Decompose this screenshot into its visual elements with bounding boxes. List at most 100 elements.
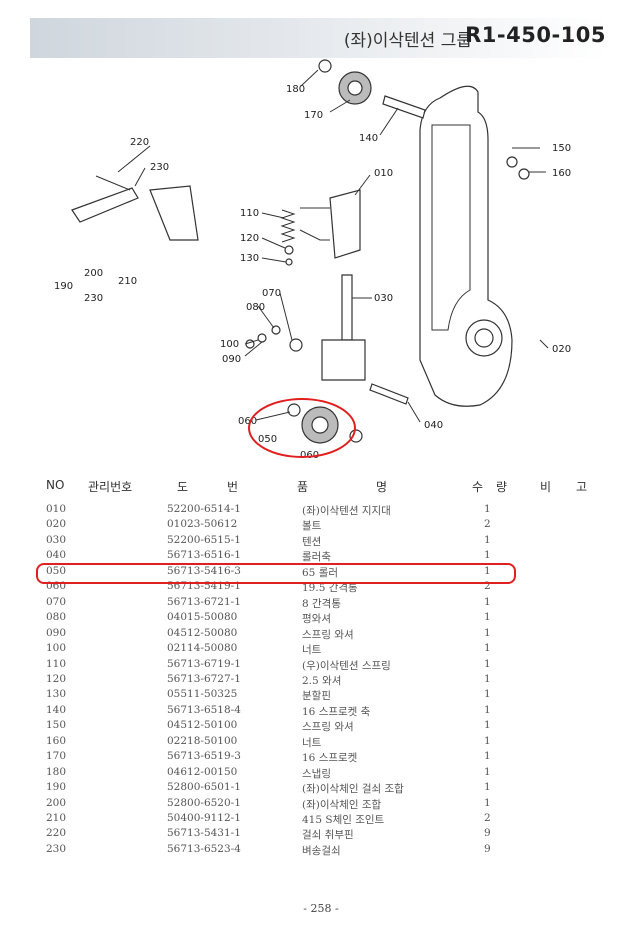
drawing-no: 56713-6523-4 xyxy=(167,842,241,855)
lock-washer-090 xyxy=(257,333,267,343)
quantity: 1 xyxy=(484,611,491,624)
drawing-no: 52200-6514-1 xyxy=(167,503,241,515)
part-name: 16 스프로켓 xyxy=(302,752,358,765)
header-qty-2: 량 xyxy=(496,480,508,494)
part-name: 415 S체인 조인트 xyxy=(302,814,385,826)
quantity: 1 xyxy=(484,595,491,608)
highlight-ellipse-roller xyxy=(248,398,356,458)
group-code: R1-450-105 xyxy=(465,23,606,47)
part-no: 220 xyxy=(46,827,67,840)
header-band xyxy=(30,18,608,58)
header-name-2: 명 xyxy=(376,480,388,494)
table-row: 210 50400-9112-1 415 S체인 조인트 2 xyxy=(0,812,642,827)
part-no: 030 xyxy=(46,533,67,546)
part-name: 걸쇠 취부핀 xyxy=(302,829,354,842)
drawing-no: 56713-6727-1 xyxy=(167,672,241,685)
tension-frame xyxy=(419,85,513,407)
part-name: 8 간격통 xyxy=(302,597,341,610)
drawing-no: 56713-6721-1 xyxy=(167,595,241,608)
part-name: (좌)이삭체인 조합 xyxy=(302,798,382,811)
drawing-no: 50400-9112-1 xyxy=(167,812,241,824)
table-row: 220 56713-5431-1 걸쇠 취부핀 9 xyxy=(0,827,642,842)
drawing-no: 04015-50080 xyxy=(167,611,238,624)
callout-130: 130 xyxy=(240,253,259,264)
part-no: 050 xyxy=(46,564,67,577)
drawing-no: 04512-50100 xyxy=(167,719,238,732)
part-no: 140 xyxy=(46,703,67,716)
callout-120: 120 xyxy=(240,233,259,244)
tension-rod-030 xyxy=(341,274,353,341)
part-no: 190 xyxy=(46,781,67,794)
quantity: 2 xyxy=(484,812,491,824)
drawing-no: 56713-5416-3 xyxy=(167,564,241,577)
quantity: 1 xyxy=(484,672,491,685)
part-no: 090 xyxy=(46,626,67,639)
part-name: (좌)이삭텐션 지지대 xyxy=(302,505,391,517)
callout-230b: 230 xyxy=(84,293,103,304)
part-name: 19.5 간격통 xyxy=(302,582,358,595)
quantity: 1 xyxy=(484,626,491,639)
part-no: 160 xyxy=(46,734,67,747)
washer-120 xyxy=(284,245,294,255)
drawing-no: 52800-6520-1 xyxy=(167,796,241,809)
callout-030: 030 xyxy=(374,293,393,304)
quantity: 1 xyxy=(484,642,491,655)
drawing-no: 05511-50325 xyxy=(167,688,238,701)
part-no: 020 xyxy=(46,518,67,531)
callout-200: 200 xyxy=(84,268,103,279)
part-name: 2.5 와셔 xyxy=(302,674,342,687)
callout-160: 160 xyxy=(552,168,571,179)
part-no: 200 xyxy=(46,796,67,809)
quantity: 1 xyxy=(484,781,491,794)
tension-block xyxy=(321,339,366,381)
callout-010: 010 xyxy=(374,168,393,179)
quantity: 1 xyxy=(484,703,491,716)
drawing-no: 52200-6515-1 xyxy=(167,533,241,546)
quantity: 1 xyxy=(484,533,491,546)
quantity: 1 xyxy=(484,796,491,809)
part-no: 210 xyxy=(46,812,67,824)
header-dwg-2: 번 xyxy=(227,480,239,494)
header-dwg-1: 도 xyxy=(177,480,189,494)
spacer-070 xyxy=(289,338,303,352)
drawing-no: 56713-5431-1 xyxy=(167,827,241,840)
header-qty-1: 수 xyxy=(472,480,484,494)
callout-070: 070 xyxy=(262,288,281,299)
drawing-no: 52800-6501-1 xyxy=(167,781,241,794)
quantity: 1 xyxy=(484,657,491,670)
part-name: 분할핀 xyxy=(302,690,331,703)
chain-hook-230 xyxy=(71,187,139,223)
quantity: 9 xyxy=(484,827,491,840)
part-name: 벼송걸쇠 xyxy=(302,844,341,857)
roller-shaft-040 xyxy=(369,383,409,405)
callout-180: 180 xyxy=(286,84,305,95)
drawing-no: 02114-50080 xyxy=(167,642,238,655)
part-name: 롤러축 xyxy=(302,551,331,564)
quantity: 1 xyxy=(484,750,491,763)
quantity: 2 xyxy=(484,518,491,531)
snap-ring-180 xyxy=(318,59,332,73)
washer-150 xyxy=(506,156,518,168)
quantity: 9 xyxy=(484,842,491,855)
part-name: 볼트 xyxy=(302,520,322,533)
sprocket-shaft-140 xyxy=(382,95,426,119)
part-name: 스냅링 xyxy=(302,767,331,780)
part-no: 120 xyxy=(46,672,67,685)
page-number: - 258 - xyxy=(303,902,339,915)
quantity: 1 xyxy=(484,503,491,515)
callout-150: 150 xyxy=(552,143,571,154)
part-no: 130 xyxy=(46,688,67,701)
quantity: 1 xyxy=(484,719,491,732)
callout-170: 170 xyxy=(304,110,323,121)
header-no: NO xyxy=(46,478,65,492)
callout-190: 190 xyxy=(54,281,73,292)
quantity: 1 xyxy=(484,688,491,701)
